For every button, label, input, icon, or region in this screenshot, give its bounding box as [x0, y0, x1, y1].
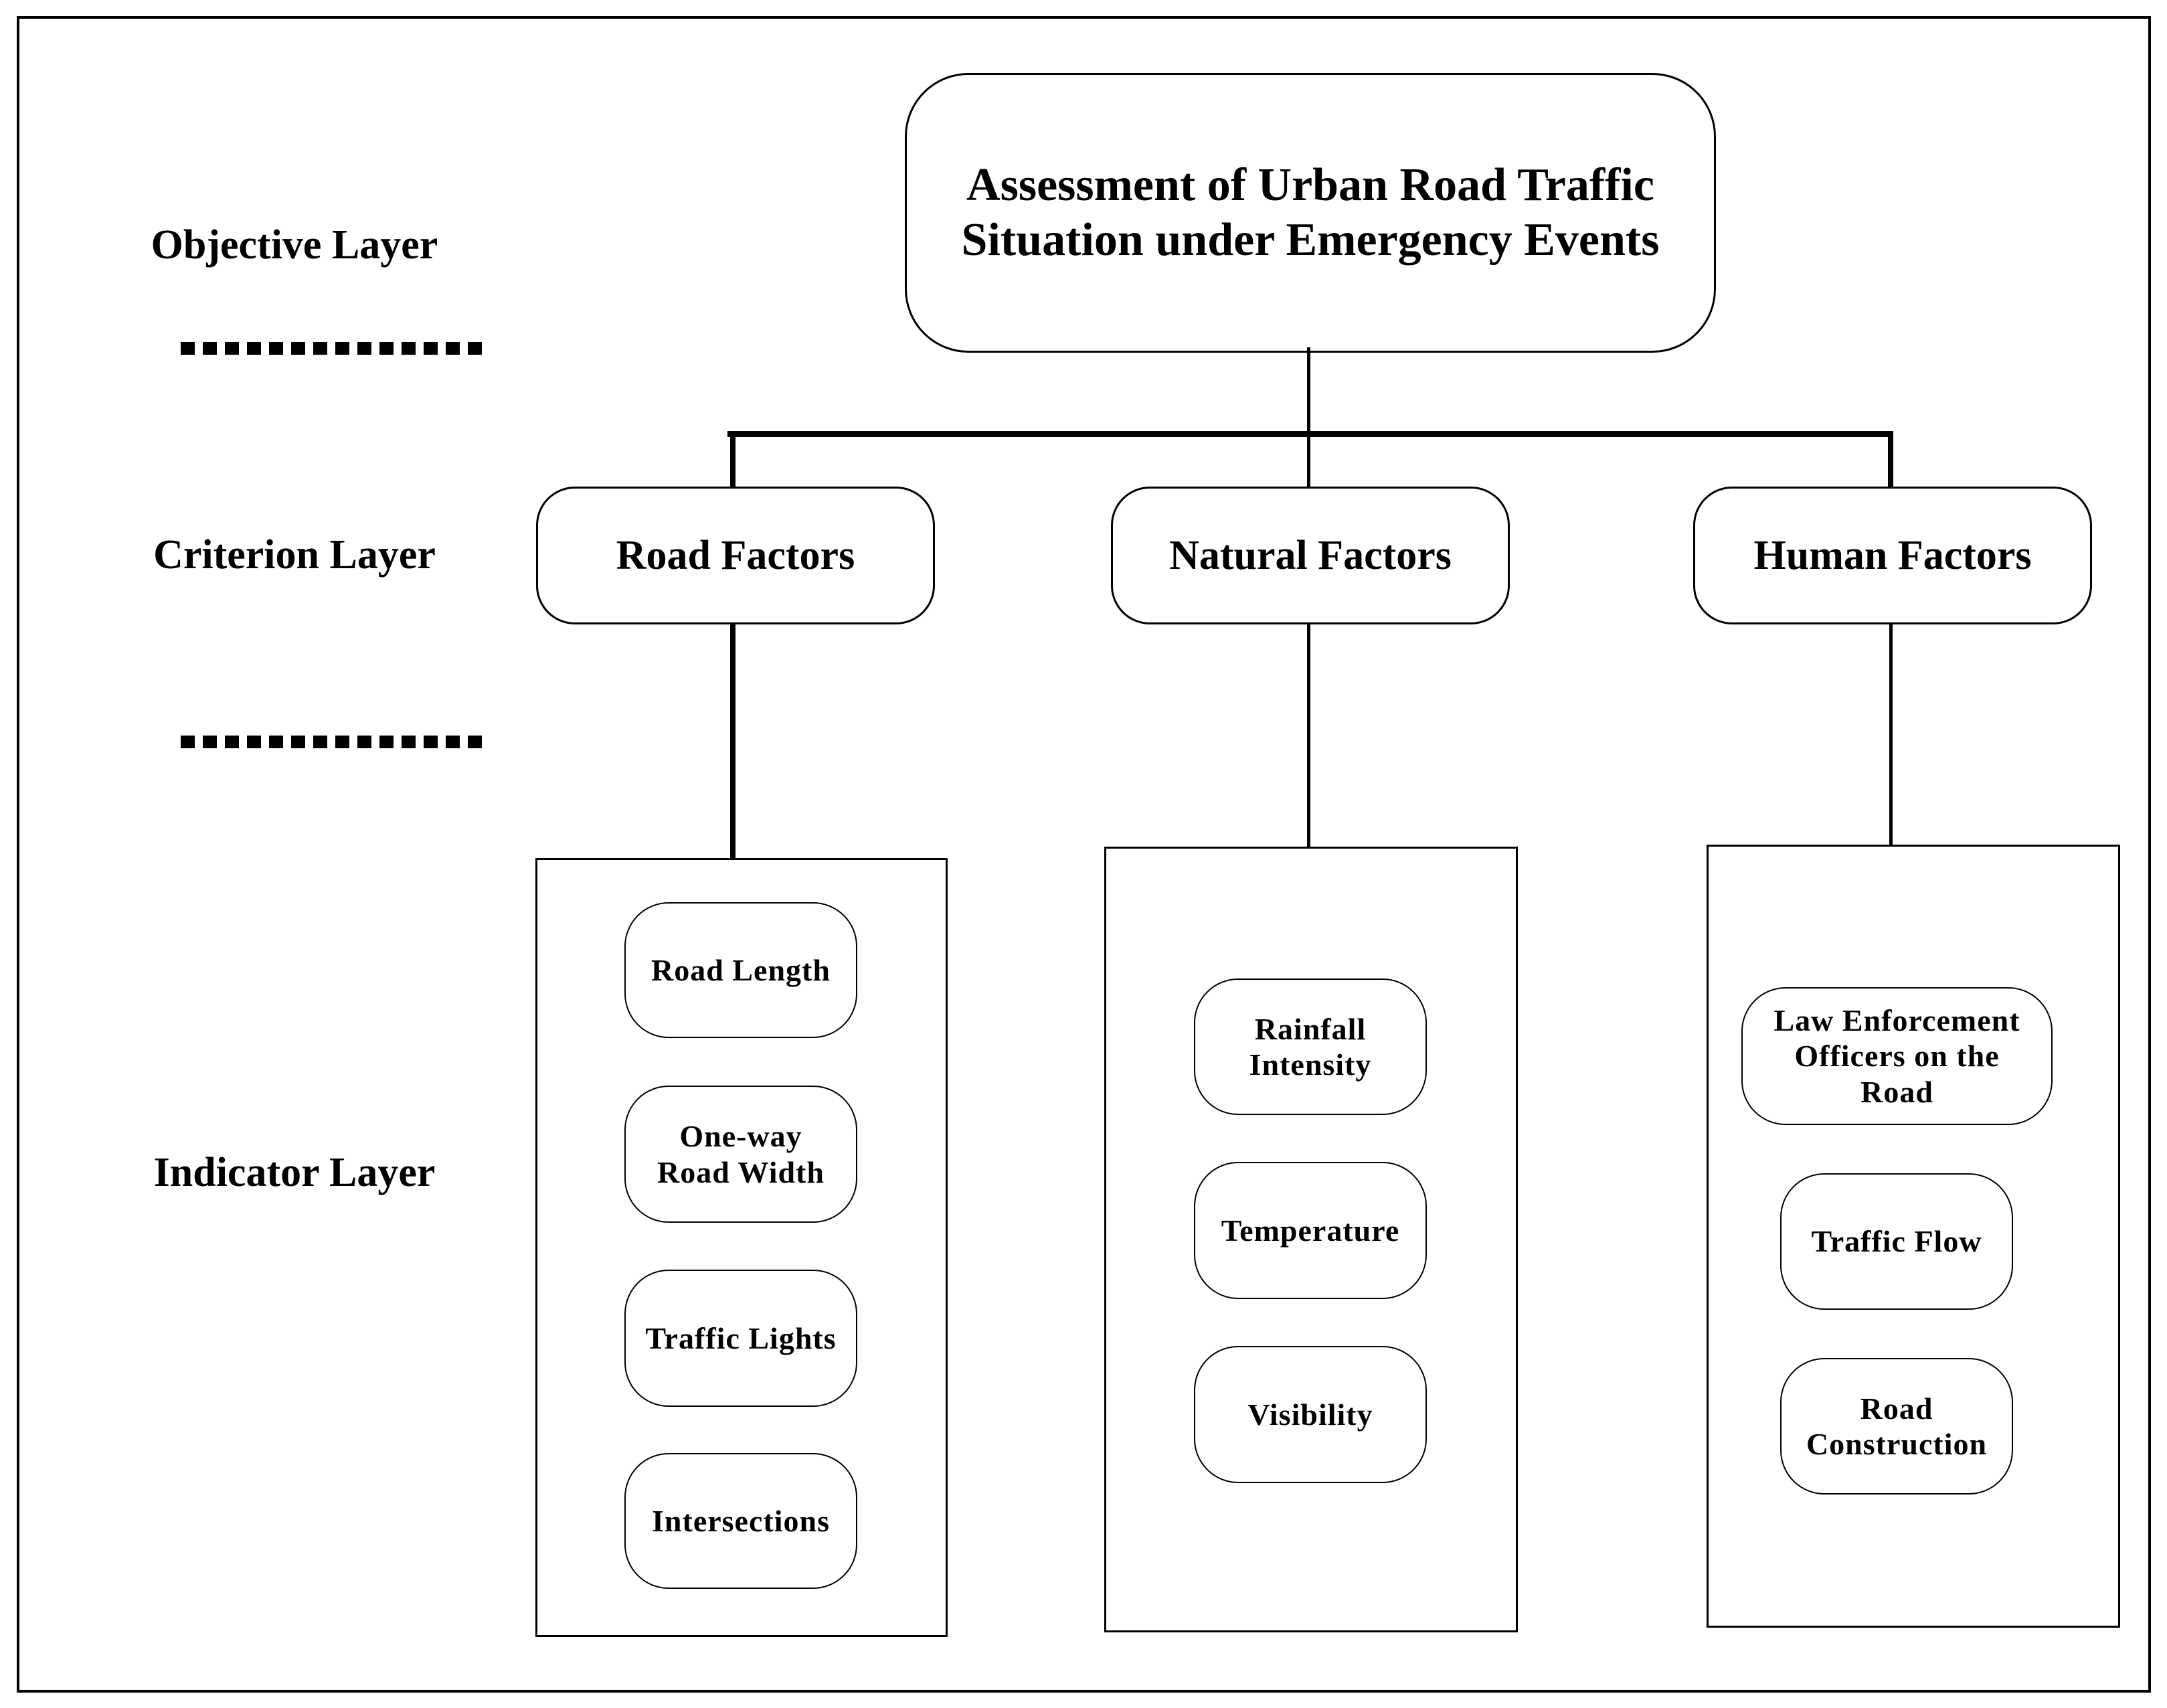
criterion-node-natural-factors: Natural Factors [1111, 487, 1510, 624]
indicator-label-line: Law Enforcement [1773, 1003, 2020, 1037]
objective-title-line-2: Situation under Emergency Events [961, 214, 1660, 266]
indicator-label-line: Construction [1806, 1427, 1988, 1461]
indicator-label-line: Road Length [651, 952, 831, 987]
layer-separator-dashed-line-2 [181, 736, 485, 748]
indicator-node-law-enforcement-officers: Law Enforcement Officers on the Road [1741, 987, 2053, 1125]
indicator-label-line: Road Width [657, 1155, 825, 1189]
indicator-label-line: Traffic Lights [645, 1320, 837, 1355]
indicator-label-line: Rainfall [1254, 1011, 1367, 1046]
criterion-node-road-factors: Road Factors [536, 487, 935, 624]
connector-objective-stem [1307, 347, 1310, 434]
indicator-label-line: Officers on the [1794, 1039, 2000, 1074]
criterion-label: Human Factors [1753, 532, 2032, 578]
indicator-label-line: Road [1860, 1074, 1933, 1109]
connector-drop-natural [1307, 431, 1310, 489]
indicator-label-line: One-way [679, 1119, 802, 1154]
connector-drop-human [1888, 431, 1893, 489]
indicator-label-line: Intensity [1249, 1047, 1372, 1082]
indicator-label-line: Traffic Flow [1811, 1224, 1982, 1259]
indicator-label-line: Temperature [1221, 1213, 1400, 1248]
connector-road-to-indicators [730, 619, 735, 860]
indicator-label-line: Road [1860, 1391, 1933, 1426]
indicator-node-traffic-lights: Traffic Lights [624, 1270, 857, 1407]
indicator-node-one-way-road-width: One-way Road Width [624, 1086, 857, 1223]
connector-human-to-indicators [1889, 619, 1893, 847]
objective-node: Assessment of Urban Road Traffic Situati… [905, 73, 1716, 353]
connector-natural-to-indicators [1307, 619, 1310, 849]
indicator-node-traffic-flow: Traffic Flow [1780, 1173, 2013, 1310]
objective-layer-label: Objective Layer [151, 222, 438, 268]
indicator-layer-label: Indicator Layer [153, 1150, 436, 1195]
criterion-label: Road Factors [616, 532, 855, 578]
indicator-node-visibility: Visibility [1194, 1346, 1427, 1483]
indicator-node-rainfall-intensity: Rainfall Intensity [1194, 978, 1427, 1115]
layer-separator-dashed-line-1 [181, 342, 485, 355]
indicator-label-line: Visibility [1247, 1397, 1373, 1432]
indicator-node-temperature: Temperature [1194, 1162, 1427, 1299]
criterion-label: Natural Factors [1169, 532, 1452, 578]
indicator-node-intersections: Intersections [624, 1453, 857, 1589]
indicator-node-road-construction: Road Construction [1780, 1358, 2013, 1494]
connector-horizontal-bar [727, 431, 1893, 437]
objective-title-line-1: Assessment of Urban Road Traffic [966, 159, 1654, 211]
indicator-node-road-length: Road Length [624, 902, 857, 1038]
connector-drop-road [730, 431, 735, 489]
criterion-layer-label: Criterion Layer [153, 532, 436, 578]
diagram-frame [17, 16, 2151, 1693]
criterion-node-human-factors: Human Factors [1693, 487, 2092, 624]
indicator-label-line: Intersections [652, 1503, 830, 1538]
